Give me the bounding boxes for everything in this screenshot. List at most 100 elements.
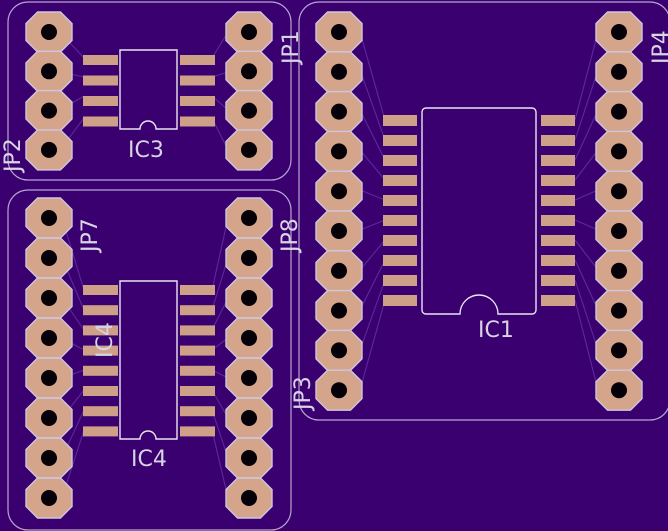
- ic1-left-smd-pad: [383, 115, 417, 126]
- ic3-left-smd-pad: [83, 96, 118, 106]
- ic3-label: IC3: [128, 138, 164, 163]
- jp3-drill-hole: [331, 382, 347, 399]
- ic1-label: IC1: [478, 318, 514, 343]
- jp7-drill-hole: [41, 490, 57, 506]
- jp7-drill-hole: [41, 290, 57, 306]
- ic1-right-smd-pad: [541, 195, 575, 206]
- ic3-right-smd-pad: [180, 55, 215, 65]
- ic4-left-smd-pad: [83, 426, 118, 437]
- jp4-header: [595, 11, 643, 411]
- ic1-left-smd-pad: [383, 135, 417, 146]
- ic4-package: [83, 280, 215, 440]
- jp3-drill-hole: [331, 24, 347, 40]
- ic4-smd-pads: [83, 285, 215, 437]
- jp2-drill-hole: [41, 24, 57, 40]
- jp8-drill-hole: [241, 410, 257, 426]
- ic1-right-smd-pad: [541, 275, 575, 286]
- jp3-drill-hole: [331, 302, 347, 319]
- jp4-drill-hole: [611, 24, 627, 40]
- jp1-drill-hole: [241, 63, 257, 80]
- jp8-drill-hole: [241, 210, 257, 226]
- jp4-drill-hole: [611, 342, 627, 359]
- ic4-right-smd-pad: [180, 345, 215, 356]
- ic4-left-smd-pad: [83, 406, 118, 417]
- ic4-right-smd-pad: [180, 325, 215, 336]
- ic4-left-smd-pad: [83, 325, 118, 336]
- ic1-left-smd-pad: [383, 175, 417, 186]
- ic3-package: [83, 49, 215, 130]
- jp7-drill-hole: [41, 450, 57, 466]
- jp1-drill-hole: [241, 24, 257, 40]
- jp3-header: [315, 11, 363, 411]
- jp2-label: JP2: [1, 138, 26, 174]
- ic1-left-smd-pad: [383, 155, 417, 166]
- ic4-right-smd-pad: [180, 365, 215, 376]
- jp4-drill-hole: [611, 223, 627, 239]
- jp3-drill-hole: [331, 342, 347, 359]
- jp7-drill-hole: [41, 210, 57, 226]
- jp8-drill-hole: [241, 290, 257, 306]
- jp4-drill-hole: [611, 143, 627, 160]
- jp2-drill-hole: [41, 102, 57, 119]
- ic3-right-smd-pad: [180, 96, 215, 106]
- jp7-drill-hole: [41, 370, 57, 386]
- jp8-header: [225, 197, 273, 519]
- jp8-label: JP8: [278, 218, 303, 254]
- ic1-right-smd-pad: [541, 295, 575, 306]
- ic1-left-smd-pad: [383, 215, 417, 226]
- ic4-left-smd-pad: [83, 345, 118, 356]
- ic1-right-smd-pad: [541, 235, 575, 246]
- ic1-right-smd-pad: [541, 175, 575, 186]
- jp8-drill-hole: [241, 330, 257, 346]
- board-outline-bottom-left: [7, 189, 292, 531]
- jp3-label: JP3: [291, 376, 316, 412]
- ic1-smd-pads: [383, 115, 575, 306]
- ic1-right-smd-pad: [541, 215, 575, 226]
- ic4-right-smd-pad: [180, 285, 215, 295]
- ic3-body: [119, 49, 178, 130]
- jp2-header: [25, 11, 73, 171]
- ic3-smd-pads: [83, 55, 215, 127]
- ic1-package: [383, 107, 575, 315]
- ic3-left-smd-pad: [83, 116, 118, 127]
- board-outline-top-left: [7, 1, 292, 181]
- jp3-drill-hole: [331, 103, 347, 120]
- jp3-drill-hole: [331, 223, 347, 239]
- ic4-body: [119, 280, 178, 440]
- ic1-right-smd-pad: [541, 155, 575, 166]
- jp3-drill-hole: [331, 143, 347, 160]
- ic4-right-smd-pad: [180, 386, 215, 396]
- ic3-left-smd-pad: [83, 55, 118, 65]
- ic1-right-smd-pad: [541, 135, 575, 146]
- jp7-header: [25, 197, 73, 519]
- ic1-left-smd-pad: [383, 255, 417, 266]
- ic3-left-smd-pad: [83, 75, 118, 86]
- jp4-drill-hole: [611, 382, 627, 399]
- ic1-left-smd-pad: [383, 295, 417, 306]
- ic4-left-smd-pad: [83, 386, 118, 396]
- ic4-left-smd-pad: [83, 365, 118, 376]
- ic4-right-smd-pad: [180, 426, 215, 437]
- jp4-drill-hole: [611, 63, 627, 80]
- jp4-drill-hole: [611, 262, 627, 279]
- jp3-drill-hole: [331, 262, 347, 279]
- jp7-drill-hole: [41, 250, 57, 266]
- jp3-drill-hole: [331, 183, 347, 200]
- board-outline-right: [298, 1, 668, 421]
- ic1-right-smd-pad: [541, 115, 575, 126]
- jp4-drill-hole: [611, 302, 627, 319]
- ic1-right-smd-pad: [541, 255, 575, 266]
- ic4-left-smd-pad: [83, 305, 118, 316]
- ic1-left-smd-pad: [383, 235, 417, 246]
- jp2-drill-hole: [41, 63, 57, 80]
- jp4-label: JP4: [649, 30, 668, 66]
- jp2-drill-hole: [41, 141, 57, 158]
- jp4-drill-hole: [611, 103, 627, 120]
- ic4-right-smd-pad: [180, 305, 215, 316]
- jp3-drill-hole: [331, 63, 347, 80]
- ic1-left-smd-pad: [383, 275, 417, 286]
- ic3-right-smd-pad: [180, 75, 215, 86]
- jp1-drill-hole: [241, 141, 257, 158]
